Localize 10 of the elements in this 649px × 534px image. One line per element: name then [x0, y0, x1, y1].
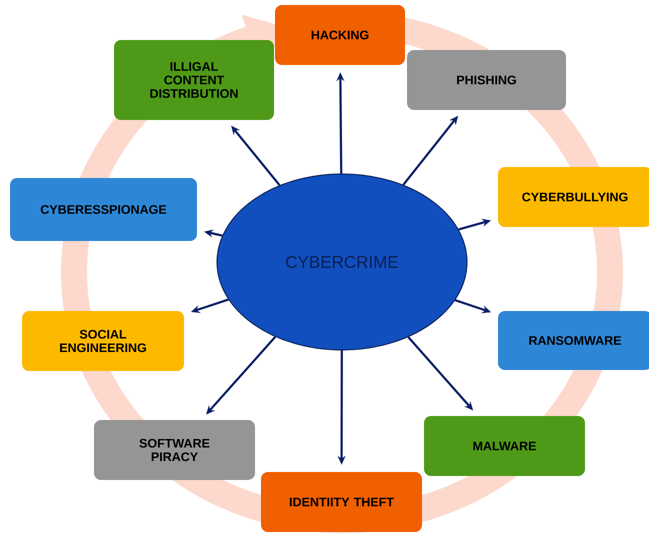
category-box: PHISHING [407, 50, 566, 110]
category-box: MALWARE [424, 416, 585, 476]
category-box: HACKING [275, 4, 405, 65]
category-box: SOFTWARE PIRACY [94, 420, 255, 480]
category-box: SOCIAL ENGINEERING [22, 311, 184, 371]
category-box: ILLIGAL CONTENT DISTRIBUTION [114, 40, 274, 120]
category-box: CYBERBULLYING [498, 167, 649, 227]
category-box: CYBERESSPIONAGE [10, 178, 197, 241]
category-box: RANSOMWARE [498, 311, 649, 370]
category-box: IDENTIITY THEFT [261, 472, 422, 532]
